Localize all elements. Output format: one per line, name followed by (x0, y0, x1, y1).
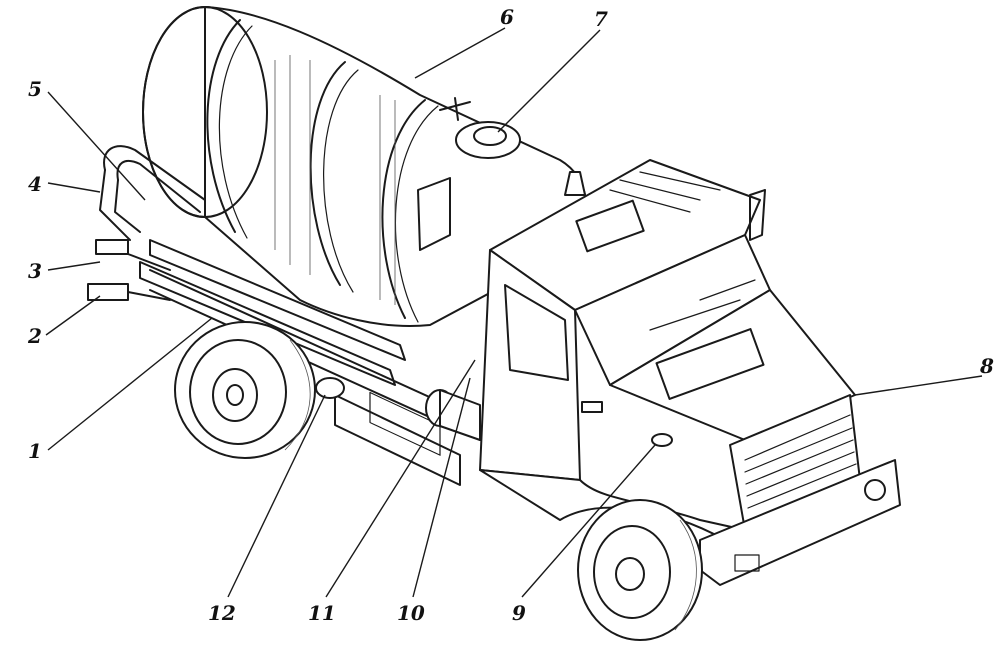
callout-1: 1 (28, 439, 42, 463)
callout-3: 3 (28, 259, 42, 283)
callout-7: 7 (594, 7, 608, 31)
callout-10: 10 (397, 601, 425, 625)
callout-11: 11 (308, 601, 336, 625)
callout-6: 6 (500, 5, 514, 29)
leader-lines (45, 27, 983, 598)
cab (479, 159, 901, 586)
callout-9: 9 (512, 601, 526, 625)
rear-wheel (174, 321, 316, 459)
callout-2: 2 (27, 324, 42, 348)
callout-5: 5 (28, 77, 42, 101)
callout-12: 12 (208, 601, 236, 625)
tank (142, 6, 587, 327)
callout-4: 4 (28, 172, 42, 196)
callout-labels: 1 2 3 4 5 6 7 8 9 10 11 12 (27, 5, 994, 625)
front-wheel (577, 499, 703, 641)
callout-8: 8 (979, 354, 994, 378)
